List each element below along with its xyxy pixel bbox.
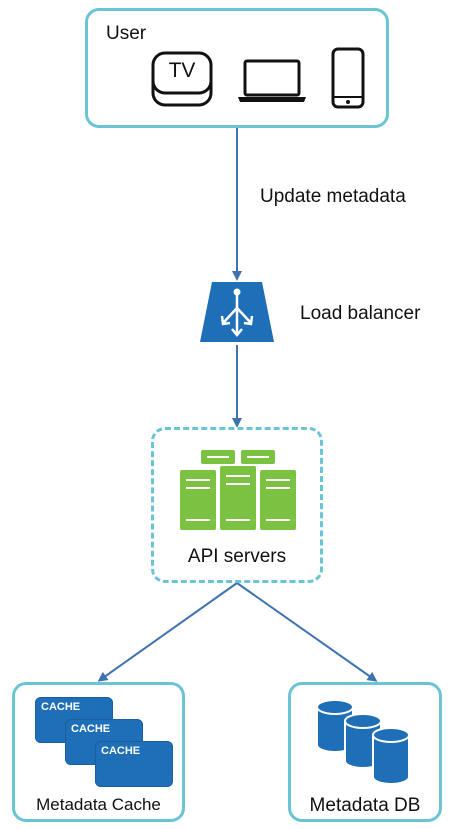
arrow-api-to-db (236, 582, 378, 682)
update-metadata-label: Update metadata (260, 186, 406, 207)
tv-icon: TV (150, 49, 214, 109)
cache-tile-label: CACHE (41, 701, 81, 713)
metadata-db-box: Metadata DB (288, 682, 442, 822)
server-rack-icon (174, 446, 302, 532)
user-label: User (106, 23, 147, 44)
tablet-icon (331, 47, 365, 109)
api-servers-label: API servers (187, 546, 287, 567)
load-balancer-label: Load balancer (300, 303, 421, 324)
metadata-db-label: Metadata DB (309, 795, 421, 816)
database-icon (313, 699, 425, 789)
metadata-cache-box: CACHE CACHE CACHE Metadata Cache (12, 682, 185, 822)
load-balancer-icon (198, 280, 276, 344)
metadata-cache-label: Metadata Cache (36, 795, 161, 814)
arrow-api-to-cache (97, 582, 238, 682)
cache-tile-label: CACHE (101, 745, 141, 757)
cache-tile-label: CACHE (71, 723, 111, 735)
cache-tile-3: CACHE (95, 741, 173, 787)
laptop-icon (236, 57, 308, 105)
tv-label: TV (168, 59, 196, 82)
user-box: User TV (85, 8, 389, 128)
api-servers-box: API servers (151, 427, 323, 583)
